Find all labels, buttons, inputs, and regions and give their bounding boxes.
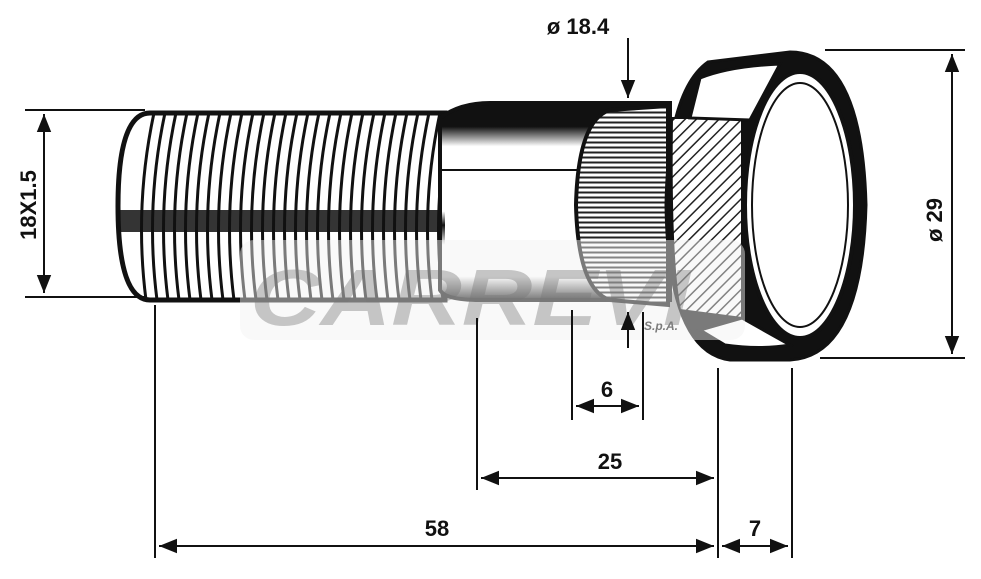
thread-groove: [338, 113, 354, 300]
thread-groove: [228, 113, 244, 300]
thread-size-label: 18X1.5: [16, 170, 41, 240]
bolt-body: [115, 50, 868, 362]
thread-groove: [261, 113, 277, 300]
thread-groove: [305, 113, 321, 300]
thread-groove: [404, 113, 420, 300]
thread-groove: [349, 113, 365, 300]
dimension-lines: [25, 38, 965, 558]
thread-groove: [217, 113, 233, 300]
watermark-logo: CARREVI S.p.A.: [240, 240, 745, 342]
thread-groove: [327, 113, 343, 300]
thread-groove: [371, 113, 387, 300]
watermark-brand: CARREVI: [250, 253, 692, 342]
thread-groove: [151, 113, 167, 300]
thread-groove: [415, 113, 431, 300]
head-diameter-label: ø 29: [922, 198, 947, 242]
thread-groove: [206, 113, 222, 300]
thread-groove: [173, 113, 189, 300]
thread-groove: [184, 113, 200, 300]
thread-groove: [426, 113, 442, 300]
knurl-diameter-label: ø 18.4: [547, 14, 610, 39]
thread-groove: [393, 113, 409, 300]
bolt-head: [664, 50, 868, 362]
dimension-labels: 18X1.5 ø 18.4 ø 29 6 25 58 7: [16, 14, 947, 541]
total-length-label: 58: [425, 516, 449, 541]
thread-groove: [294, 113, 310, 300]
thread-groove: [162, 113, 178, 300]
shank-length-label: 25: [598, 449, 622, 474]
thread-groove: [239, 113, 255, 300]
thread-groove: [316, 113, 332, 300]
thread-groove: [195, 113, 211, 300]
watermark-suffix: S.p.A.: [644, 319, 678, 333]
knurled-collar: [573, 103, 670, 308]
thread-groove: [382, 113, 398, 300]
threaded-section: [115, 110, 448, 303]
thread-groove: [140, 113, 156, 300]
knurl-length-label: 6: [601, 377, 613, 402]
thread-groove: [360, 113, 376, 300]
thread-groove: [250, 113, 266, 300]
head-thickness-label: 7: [749, 516, 761, 541]
thread-groove: [272, 113, 288, 300]
thread-groove: [283, 113, 299, 300]
